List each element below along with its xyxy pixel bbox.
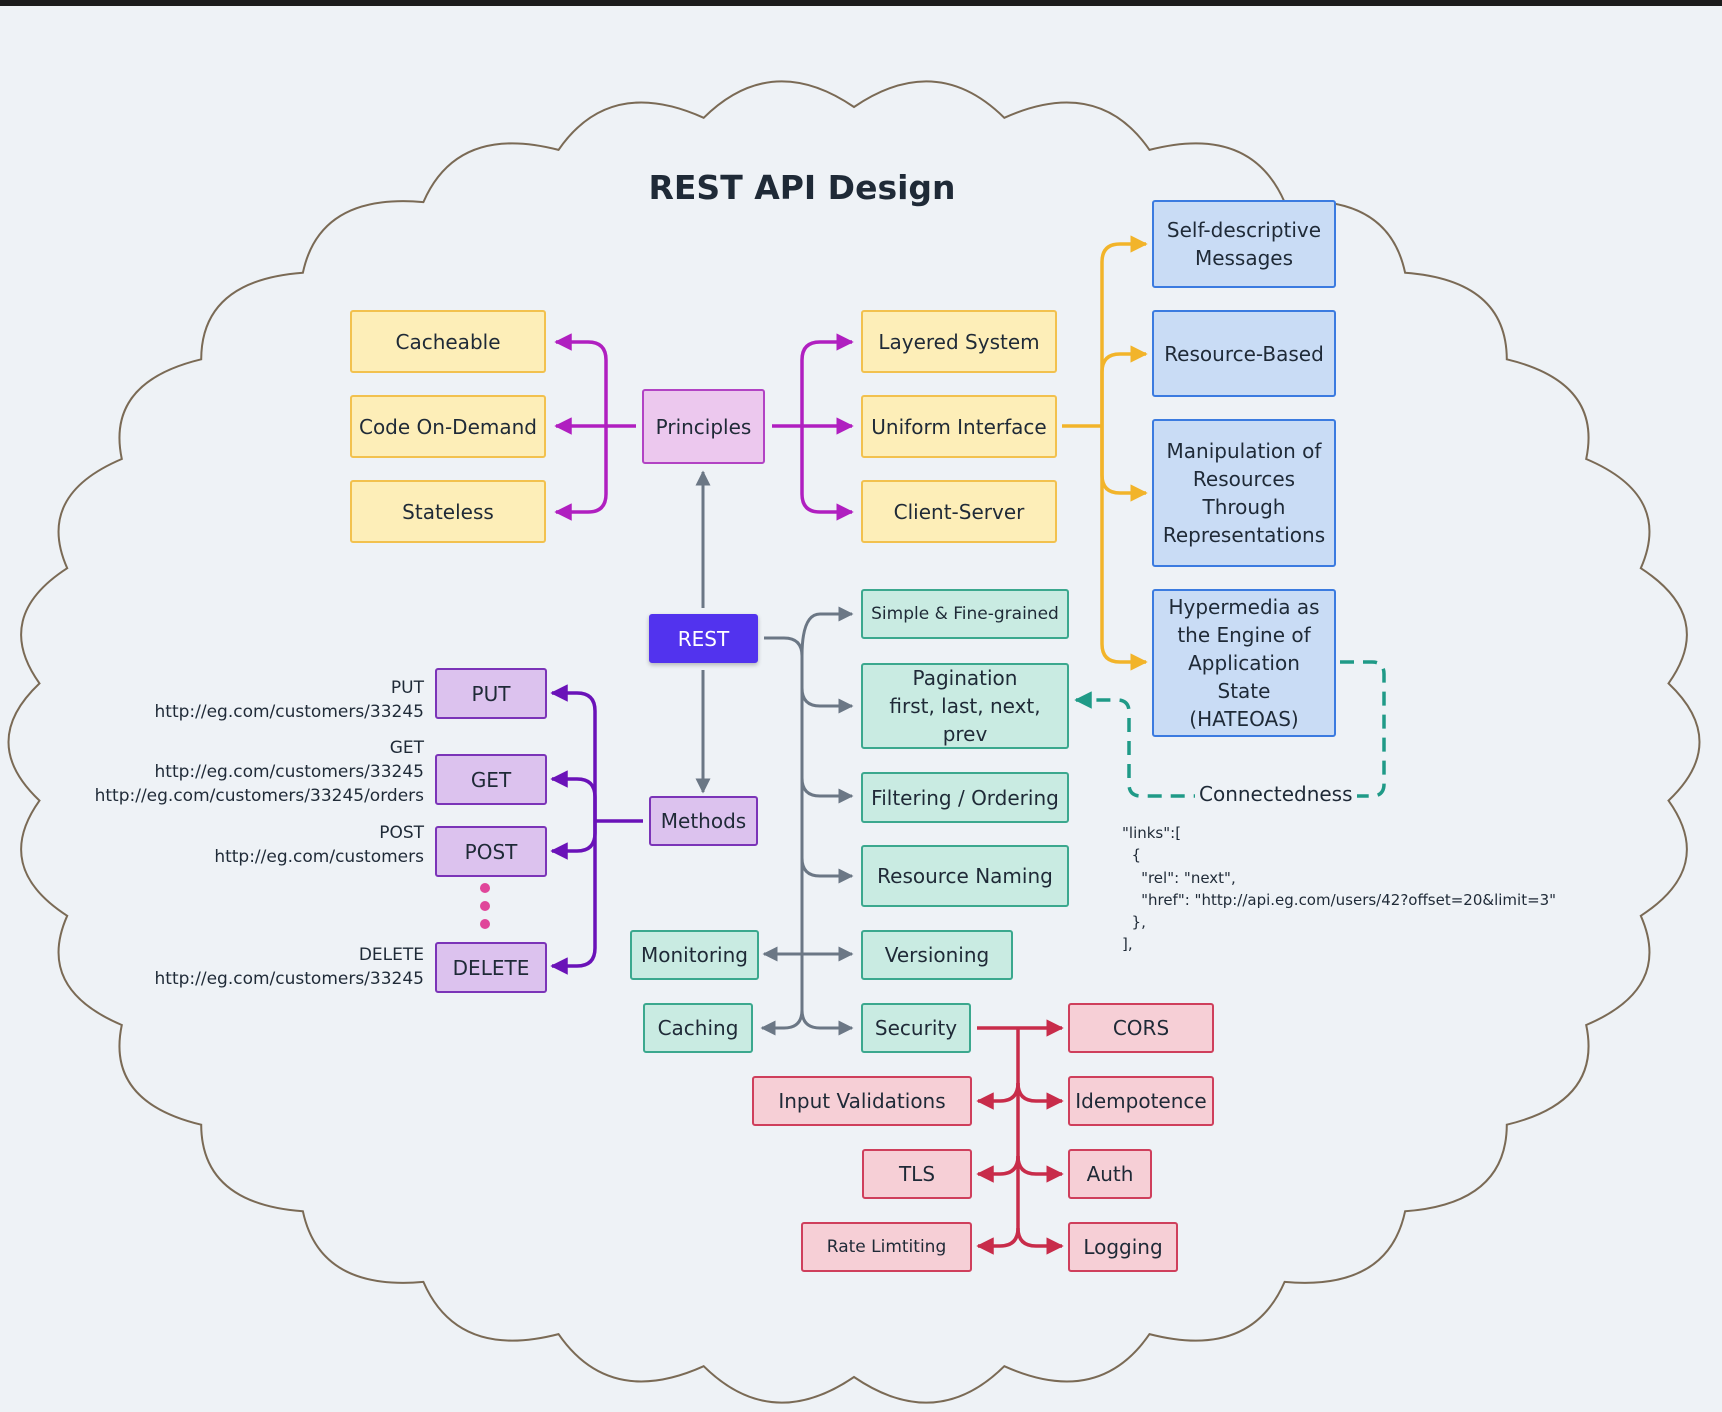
node-principles: Principles [642, 389, 765, 464]
node-idempotence: Idempotence [1068, 1076, 1214, 1126]
methods-connector [550, 684, 643, 975]
node-manipulation-of-resources: Manipulation of Resources Through Repres… [1152, 419, 1336, 567]
node-auth: Auth [1068, 1149, 1152, 1199]
node-client-server: Client-Server [861, 480, 1057, 543]
node-methods: Methods [649, 796, 758, 846]
node-code-on-demand: Code On-Demand [350, 395, 546, 458]
hateoas-connectedness-connector [1074, 660, 1386, 798]
rest-topics-connector [760, 606, 854, 1036]
node-cacheable: Cacheable [350, 310, 546, 373]
diagram-title: REST API Design [648, 168, 956, 207]
node-stateless: Stateless [350, 480, 546, 543]
principles-left-connector [554, 333, 636, 521]
node-post: POST [435, 826, 547, 877]
node-layered-system: Layered System [861, 310, 1057, 373]
top-bar [0, 0, 1722, 6]
delete-example-label: DELETE http://eg.com/customers/33245 [154, 945, 425, 989]
principles-right-connector [772, 333, 854, 521]
node-hateoas: Hypermedia as the Engine of Application … [1152, 589, 1336, 737]
node-monitoring: Monitoring [630, 930, 759, 980]
post-example-label: POST http://eg.com/customers [214, 823, 424, 867]
node-put: PUT [435, 668, 547, 719]
node-rest: REST [649, 614, 758, 663]
node-delete: DELETE [435, 942, 547, 993]
node-filtering-ordering: Filtering / Ordering [861, 772, 1069, 823]
node-resource-based: Resource-Based [1152, 310, 1336, 397]
node-self-descriptive-messages: Self-descriptive Messages [1152, 200, 1336, 288]
node-resource-naming: Resource Naming [861, 845, 1069, 907]
methods-ellipsis-dots [480, 883, 490, 929]
get-example-label: GET http://eg.com/customers/33245 http:/… [94, 738, 424, 806]
put-example-label: PUT http://eg.com/customers/33245 [154, 678, 425, 722]
node-simple-fine-grained: Simple & Fine-grained [861, 589, 1069, 639]
links-json-example: "links":[ { "rel": "next", "href": "http… [1122, 824, 1557, 954]
node-get: GET [435, 754, 547, 805]
node-uniform-interface: Uniform Interface [861, 395, 1057, 458]
node-cors: CORS [1068, 1003, 1214, 1053]
node-tls: TLS [862, 1149, 972, 1199]
node-rate-limiting: Rate Limtiting [801, 1222, 972, 1272]
node-versioning: Versioning [861, 930, 1013, 980]
cloud-outline [7, 80, 1701, 1404]
uniform-interface-connector [1062, 235, 1148, 671]
node-logging: Logging [1068, 1222, 1178, 1272]
node-caching: Caching [643, 1003, 753, 1053]
node-pagination: Pagination first, last, next, prev [861, 663, 1069, 749]
security-connector [976, 1019, 1064, 1255]
node-input-validations: Input Validations [752, 1076, 972, 1126]
node-security: Security [861, 1003, 971, 1053]
connectedness-label: Connectedness [1195, 782, 1357, 806]
